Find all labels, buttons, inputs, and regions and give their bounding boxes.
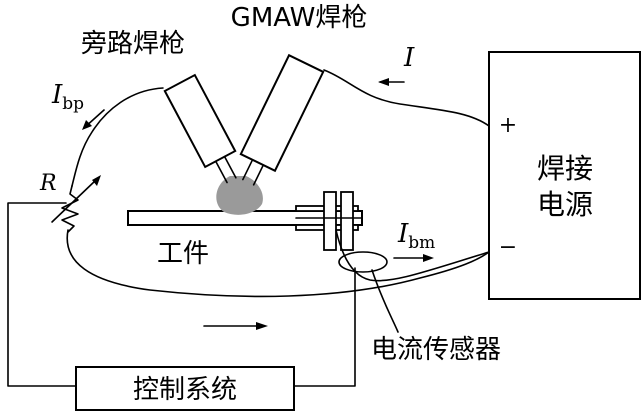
control-system-label: 控制系统: [133, 375, 237, 405]
workpiece-clamp: [295, 191, 363, 251]
minus-terminal-label: −: [499, 235, 517, 260]
loop-current-arrowhead: [256, 322, 268, 330]
arc-plasma: [216, 176, 263, 215]
bypass-torch: [163, 73, 237, 184]
bypass-torch-label: 旁路焊枪: [81, 29, 185, 59]
resistor-label: R: [39, 171, 57, 196]
current-base-label: Ibm: [397, 219, 435, 253]
power-source-label-2: 电源: [537, 188, 593, 221]
control-line-resistor: [7, 202, 77, 387]
gmaw-cable: [323, 69, 490, 127]
current-sensor-label: 电流传感器: [371, 335, 501, 365]
current-arrowhead-bypass: [82, 120, 92, 130]
sensor-leader: [371, 269, 399, 333]
current-bypass-label: Ibp: [51, 80, 84, 114]
control-line-sensor: [293, 267, 356, 387]
bypass-cable: [71, 87, 164, 187]
control-system-box: [75, 366, 295, 411]
gmaw-torch-label: GMAW焊枪: [231, 3, 368, 33]
gmaw-torch: [239, 53, 325, 186]
clamp-cable: [335, 229, 490, 282]
current-sensor: [338, 251, 388, 273]
power-source-label-1: 焊接: [537, 152, 593, 185]
workpiece-label: 工件: [157, 239, 209, 269]
current-main-label: I: [403, 43, 415, 73]
resistor-adjust-arrow: [51, 179, 97, 223]
return-cable: [66, 229, 490, 298]
plus-terminal-label: +: [499, 113, 517, 138]
current-arrowhead-main: [378, 78, 389, 86]
power-source-box: [488, 51, 641, 300]
variable-resistor: [61, 185, 79, 233]
resistor-arrowhead: [92, 175, 101, 186]
current-arrowhead-base: [423, 254, 434, 262]
